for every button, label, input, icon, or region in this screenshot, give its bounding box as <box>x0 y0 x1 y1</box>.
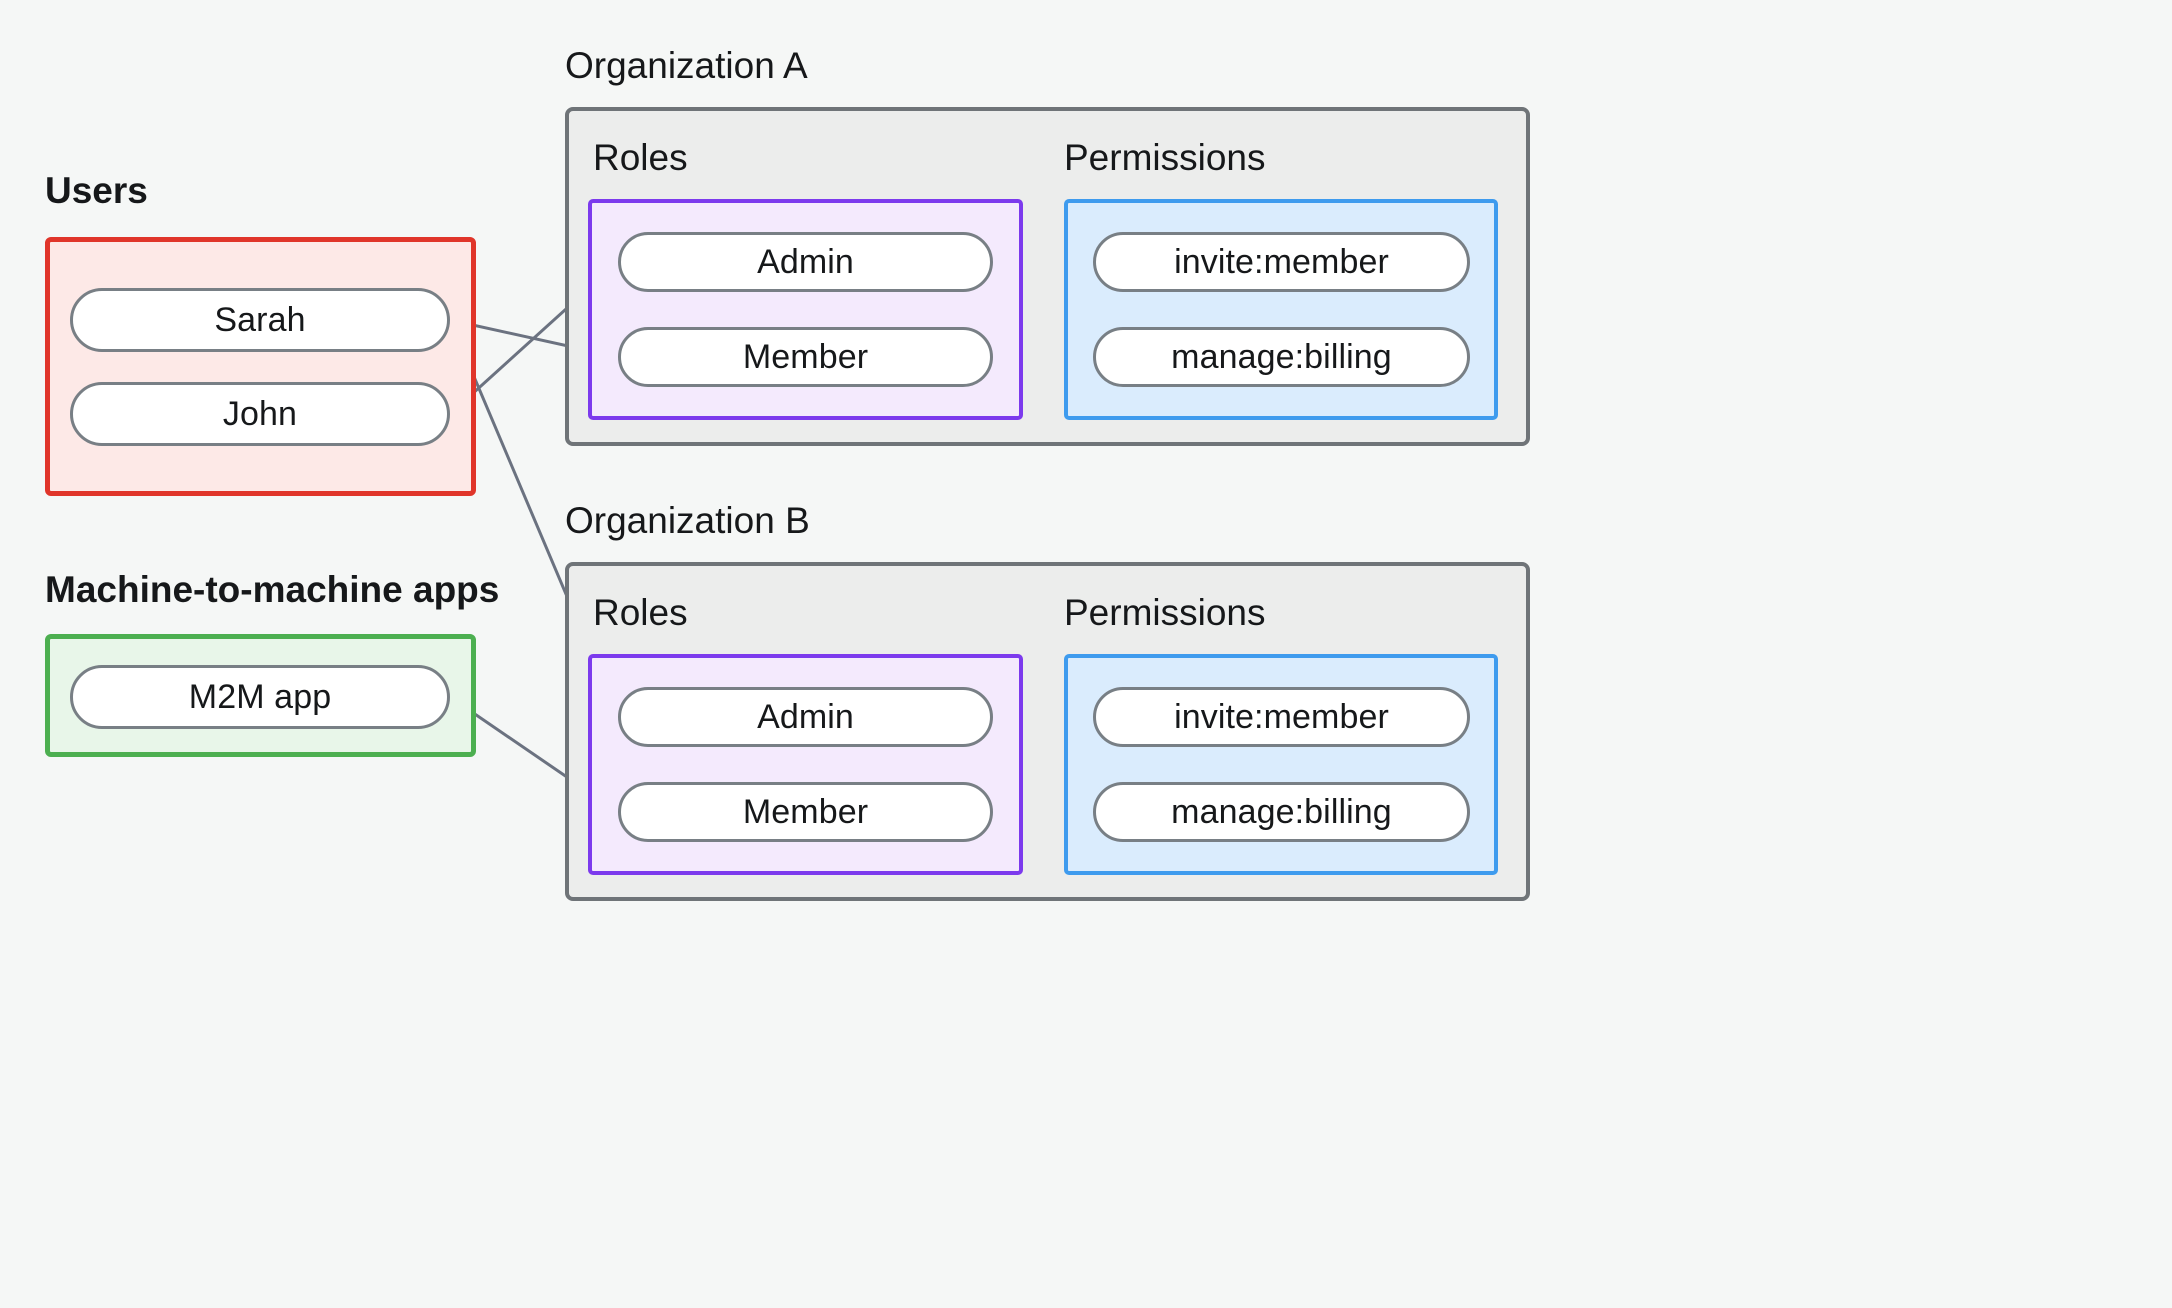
node-org-b-admin[interactable]: Admin <box>618 687 993 747</box>
node-org-a-invite-member[interactable]: invite:member <box>1093 232 1470 292</box>
org-a-roles-label: Roles <box>593 137 688 178</box>
org-a-label: Organization A <box>565 45 808 86</box>
m2m-group-label: Machine-to-machine apps <box>45 569 500 610</box>
org-b-label: Organization B <box>565 500 810 541</box>
users-container <box>45 237 476 496</box>
node-m2m-app[interactable]: M2M app <box>70 665 450 729</box>
users-group-label: Users <box>45 170 148 211</box>
org-b-roles-label: Roles <box>593 592 688 633</box>
org-a-permissions-label: Permissions <box>1064 137 1266 178</box>
node-org-b-manage-billing[interactable]: manage:billing <box>1093 782 1470 842</box>
node-sarah[interactable]: Sarah <box>70 288 450 352</box>
node-org-a-member[interactable]: Member <box>618 327 993 387</box>
node-john[interactable]: John <box>70 382 450 446</box>
node-org-a-manage-billing[interactable]: manage:billing <box>1093 327 1470 387</box>
node-org-a-admin[interactable]: Admin <box>618 232 993 292</box>
node-org-b-member[interactable]: Member <box>618 782 993 842</box>
org-b-permissions-label: Permissions <box>1064 592 1266 633</box>
node-org-b-invite-member[interactable]: invite:member <box>1093 687 1470 747</box>
